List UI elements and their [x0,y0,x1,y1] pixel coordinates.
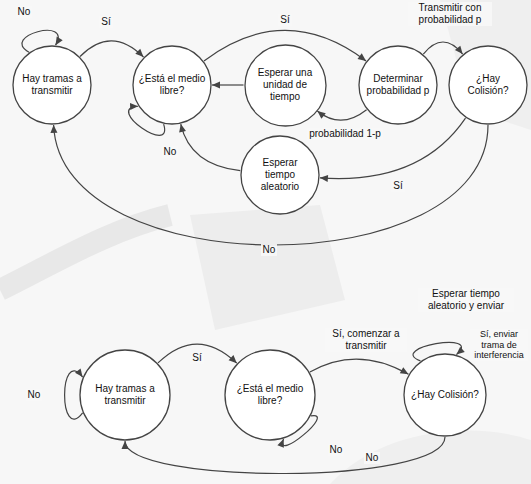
state-label: Hay tramas a transmitir [87,383,164,407]
transition-arrow [50,125,488,245]
transition-line [310,359,409,374]
state-label: Esperar tiempo aleatorio [248,157,312,193]
state-text-block: ¿Está el medio libre? [232,383,309,407]
transition-line [181,124,240,171]
state-text-block: Determinar probabilidad p [365,73,432,97]
arrow-head [212,82,220,89]
circle-shape [80,350,170,440]
state-text-block: Esperar una unidad de tiempo [252,67,319,103]
arrow-head [400,367,409,374]
arrow-head [358,53,366,61]
state-circle: Determinar probabilidad p [358,45,438,125]
state-text-block: ¿Está el medio libre? [139,73,206,97]
arrow-head [229,355,237,363]
transition-arrow [158,344,237,363]
transition-label: No [364,452,381,464]
arrow-head [320,175,328,182]
transition-arrow [212,82,244,89]
transition-label: No [162,146,179,158]
transition-arrow [317,110,366,120]
state-label: Esperar una unidad de tiempo [252,67,319,103]
transition-label: Sí [99,16,112,28]
state-label: ¿Hay Colisión? [455,73,522,97]
state-circle: ¿Hay Colisión? [448,45,528,125]
transition-label: Transmitir con probabilidad p [408,2,492,26]
arrow-head [122,441,129,449]
transition-label: No [328,444,345,456]
state-text-block: Hay tramas a transmitir [87,383,164,407]
state-label: ¿Está el medio libre? [139,73,206,97]
arrow-head [277,439,284,448]
transition-label: No [16,6,33,18]
circle-shape [225,350,315,440]
transition-line [423,42,462,54]
transition-arrow [122,437,446,474]
transition-line [317,110,366,120]
action-note: Esperar tiempo aleatorio y enviar [418,288,514,312]
state-circle: ¿Está el medio libre? [132,45,212,125]
state-circle: Esperar una unidad de tiempo [244,44,327,127]
transition-line [54,125,488,245]
arrow-head [56,37,63,46]
arrow-head [135,49,143,57]
transition-label: Sí [278,14,291,26]
arrow-head [455,46,463,54]
state-circle: Esperar tiempo aleatorio [240,135,320,215]
transition-label: Sí, comenzar a transmitir [325,328,407,352]
state-circle: ¿Hay Colisión? [403,353,487,437]
arrow-head [50,125,57,133]
state-circle: Hay tramas a transmitir [79,349,171,441]
state-text-block: Esperar tiempo aleatorio [248,157,312,193]
transition-line [158,344,237,363]
state-label: ¿Hay Colisión? [411,389,479,401]
transition-line [125,437,445,474]
circle-shape [359,46,437,124]
transition-label: Sí [391,180,404,192]
transition-arrow [179,124,240,171]
arrow-head [456,347,464,355]
transition-label: probabilidad 1-p [307,128,383,140]
circle-shape [13,46,91,124]
connector-shape [190,205,345,330]
circle-shape [245,45,326,126]
transition-label: No [261,244,278,256]
cable-shape [0,215,170,290]
state-text-block: ¿Hay Colisión? [455,73,522,97]
circle-shape [241,136,319,214]
state-label: Determinar probabilidad p [365,73,432,97]
state-circle: Hay tramas a transmitir [12,45,92,125]
circle-shape [449,46,527,124]
transition-arrow [423,42,462,54]
transition-label: No [26,389,43,401]
transition-arrow [80,41,143,57]
arrow-head [179,124,186,133]
state-text-block: Hay tramas a transmitir [19,73,86,97]
cable-shape [330,430,531,484]
arrow-head [317,111,325,119]
transition-arrow [310,359,409,374]
arrow-head [130,103,138,110]
transition-line [80,41,143,57]
state-circle: ¿Está el medio libre? [224,349,316,441]
state-text-block: ¿Hay Colisión? [411,389,479,401]
arrow-head [75,369,83,377]
state-label: ¿Está el medio libre? [232,383,309,407]
state-label: Hay tramas a transmitir [19,73,86,97]
transition-label: Sí, enviar trama de interferencia [470,329,528,361]
circle-shape [404,354,486,436]
transition-label: Sí [190,352,203,364]
circle-shape [133,46,211,124]
